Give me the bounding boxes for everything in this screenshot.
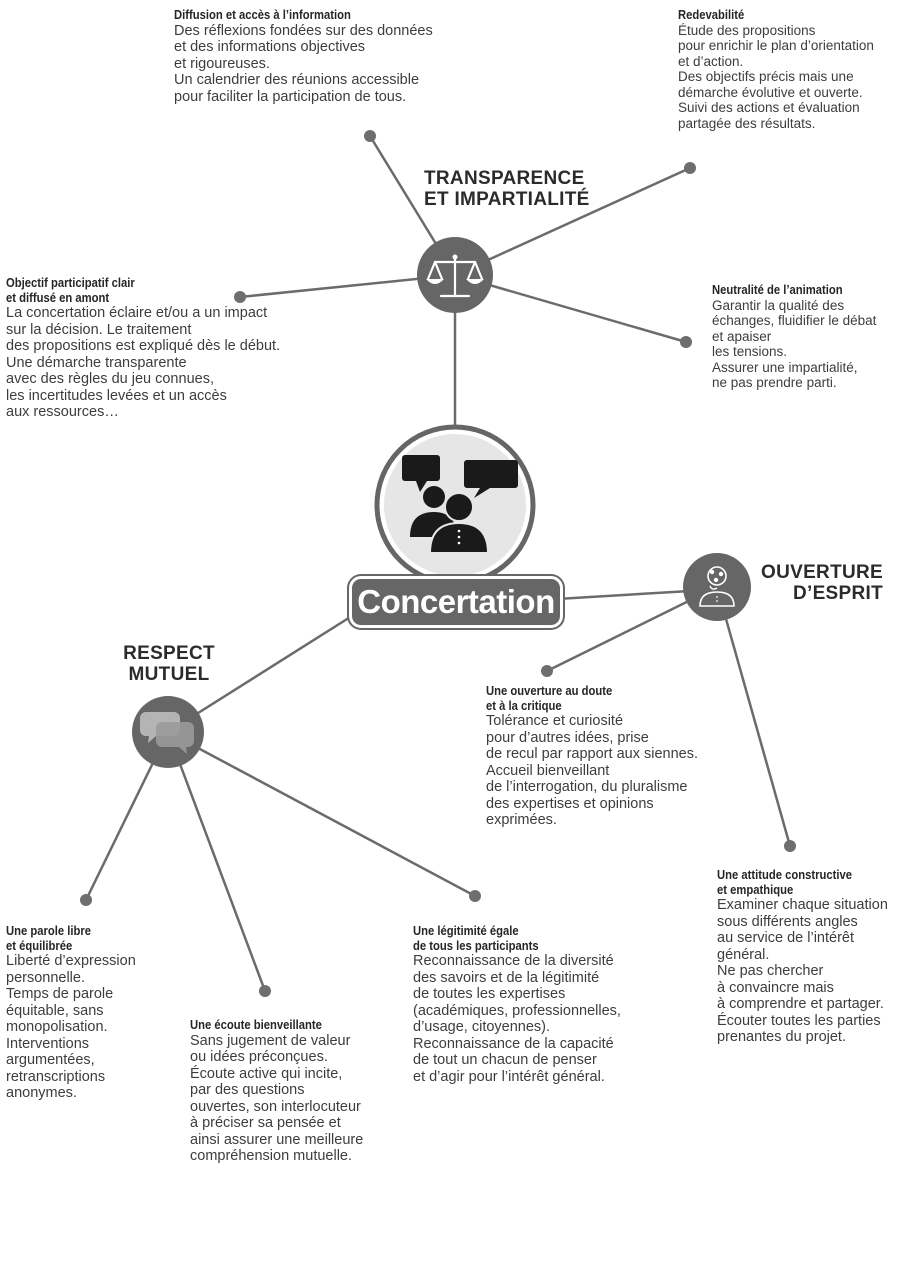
- open-mind-icon: [683, 553, 751, 621]
- theme-heading-transparence: TRANSPARENCE ET IMPARTIALITÉ: [424, 168, 590, 210]
- item-title: Une légitimité égale de tous les partici…: [413, 924, 539, 953]
- scales-icon: [417, 237, 493, 313]
- item-doute: Une ouverture au doute et à la critique …: [486, 684, 776, 829]
- connector-dots: [80, 130, 796, 997]
- item-body: Tolérance et curiosité pour d’autres idé…: [486, 713, 698, 828]
- item-title: Objectif participatif clair et diffusé e…: [6, 276, 135, 305]
- item-title: Une attitude constructive et empathique: [717, 868, 853, 897]
- item-legitimite: Une légitimité égale de tous les partici…: [413, 924, 658, 1085]
- item-body: Garantir la qualité des échanges, fluidi…: [712, 297, 877, 391]
- central-concept-label: Concertation: [349, 576, 563, 628]
- item-title: Redevabilité: [678, 8, 745, 22]
- item-body: Des réflexions fondées sur des données e…: [174, 22, 433, 105]
- item-title: Diffusion et accès à l’information: [174, 8, 351, 22]
- item-diffusion: Diffusion et accès à l’information Des r…: [174, 8, 464, 105]
- item-title: Une écoute bienveillante: [190, 1018, 322, 1032]
- item-parole: Une parole libre et équilibrée Liberté d…: [6, 924, 166, 1102]
- item-title: Neutralité de l’animation: [712, 283, 843, 297]
- people-dialogue-icon: [374, 424, 536, 586]
- item-ecoute: Une écoute bienveillante Sans jugement d…: [190, 1018, 390, 1165]
- item-body: Examiner chaque situation sous différent…: [717, 897, 888, 1045]
- theme-heading-ouverture: OUVERTURE D’ESPRIT: [761, 562, 883, 604]
- item-objectif: Objectif participatif clair et diffusé e…: [6, 276, 326, 421]
- item-body: Sans jugement de valeur ou idées préconç…: [190, 1032, 364, 1165]
- item-title: Une ouverture au doute et à la critique: [486, 684, 613, 713]
- item-title: Une parole libre et équilibrée: [6, 924, 92, 953]
- theme-heading-respect: RESPECT MUTUEL: [123, 643, 215, 685]
- conversation-bubbles-icon: [132, 696, 204, 768]
- item-redevabilite: Redevabilité Étude des propositions pour…: [678, 8, 908, 131]
- item-neutralite: Neutralité de l’animation Garantir la qu…: [712, 283, 907, 391]
- item-attitude: Une attitude constructive et empathique …: [717, 868, 909, 1046]
- item-body: Reconnaissance de la diversité des savoi…: [413, 953, 621, 1085]
- item-body: Étude des propositions pour enrichir le …: [678, 22, 874, 131]
- item-body: La concertation éclaire et/ou a un impac…: [6, 305, 281, 420]
- item-body: Liberté d’expression personnelle. Temps …: [6, 953, 136, 1101]
